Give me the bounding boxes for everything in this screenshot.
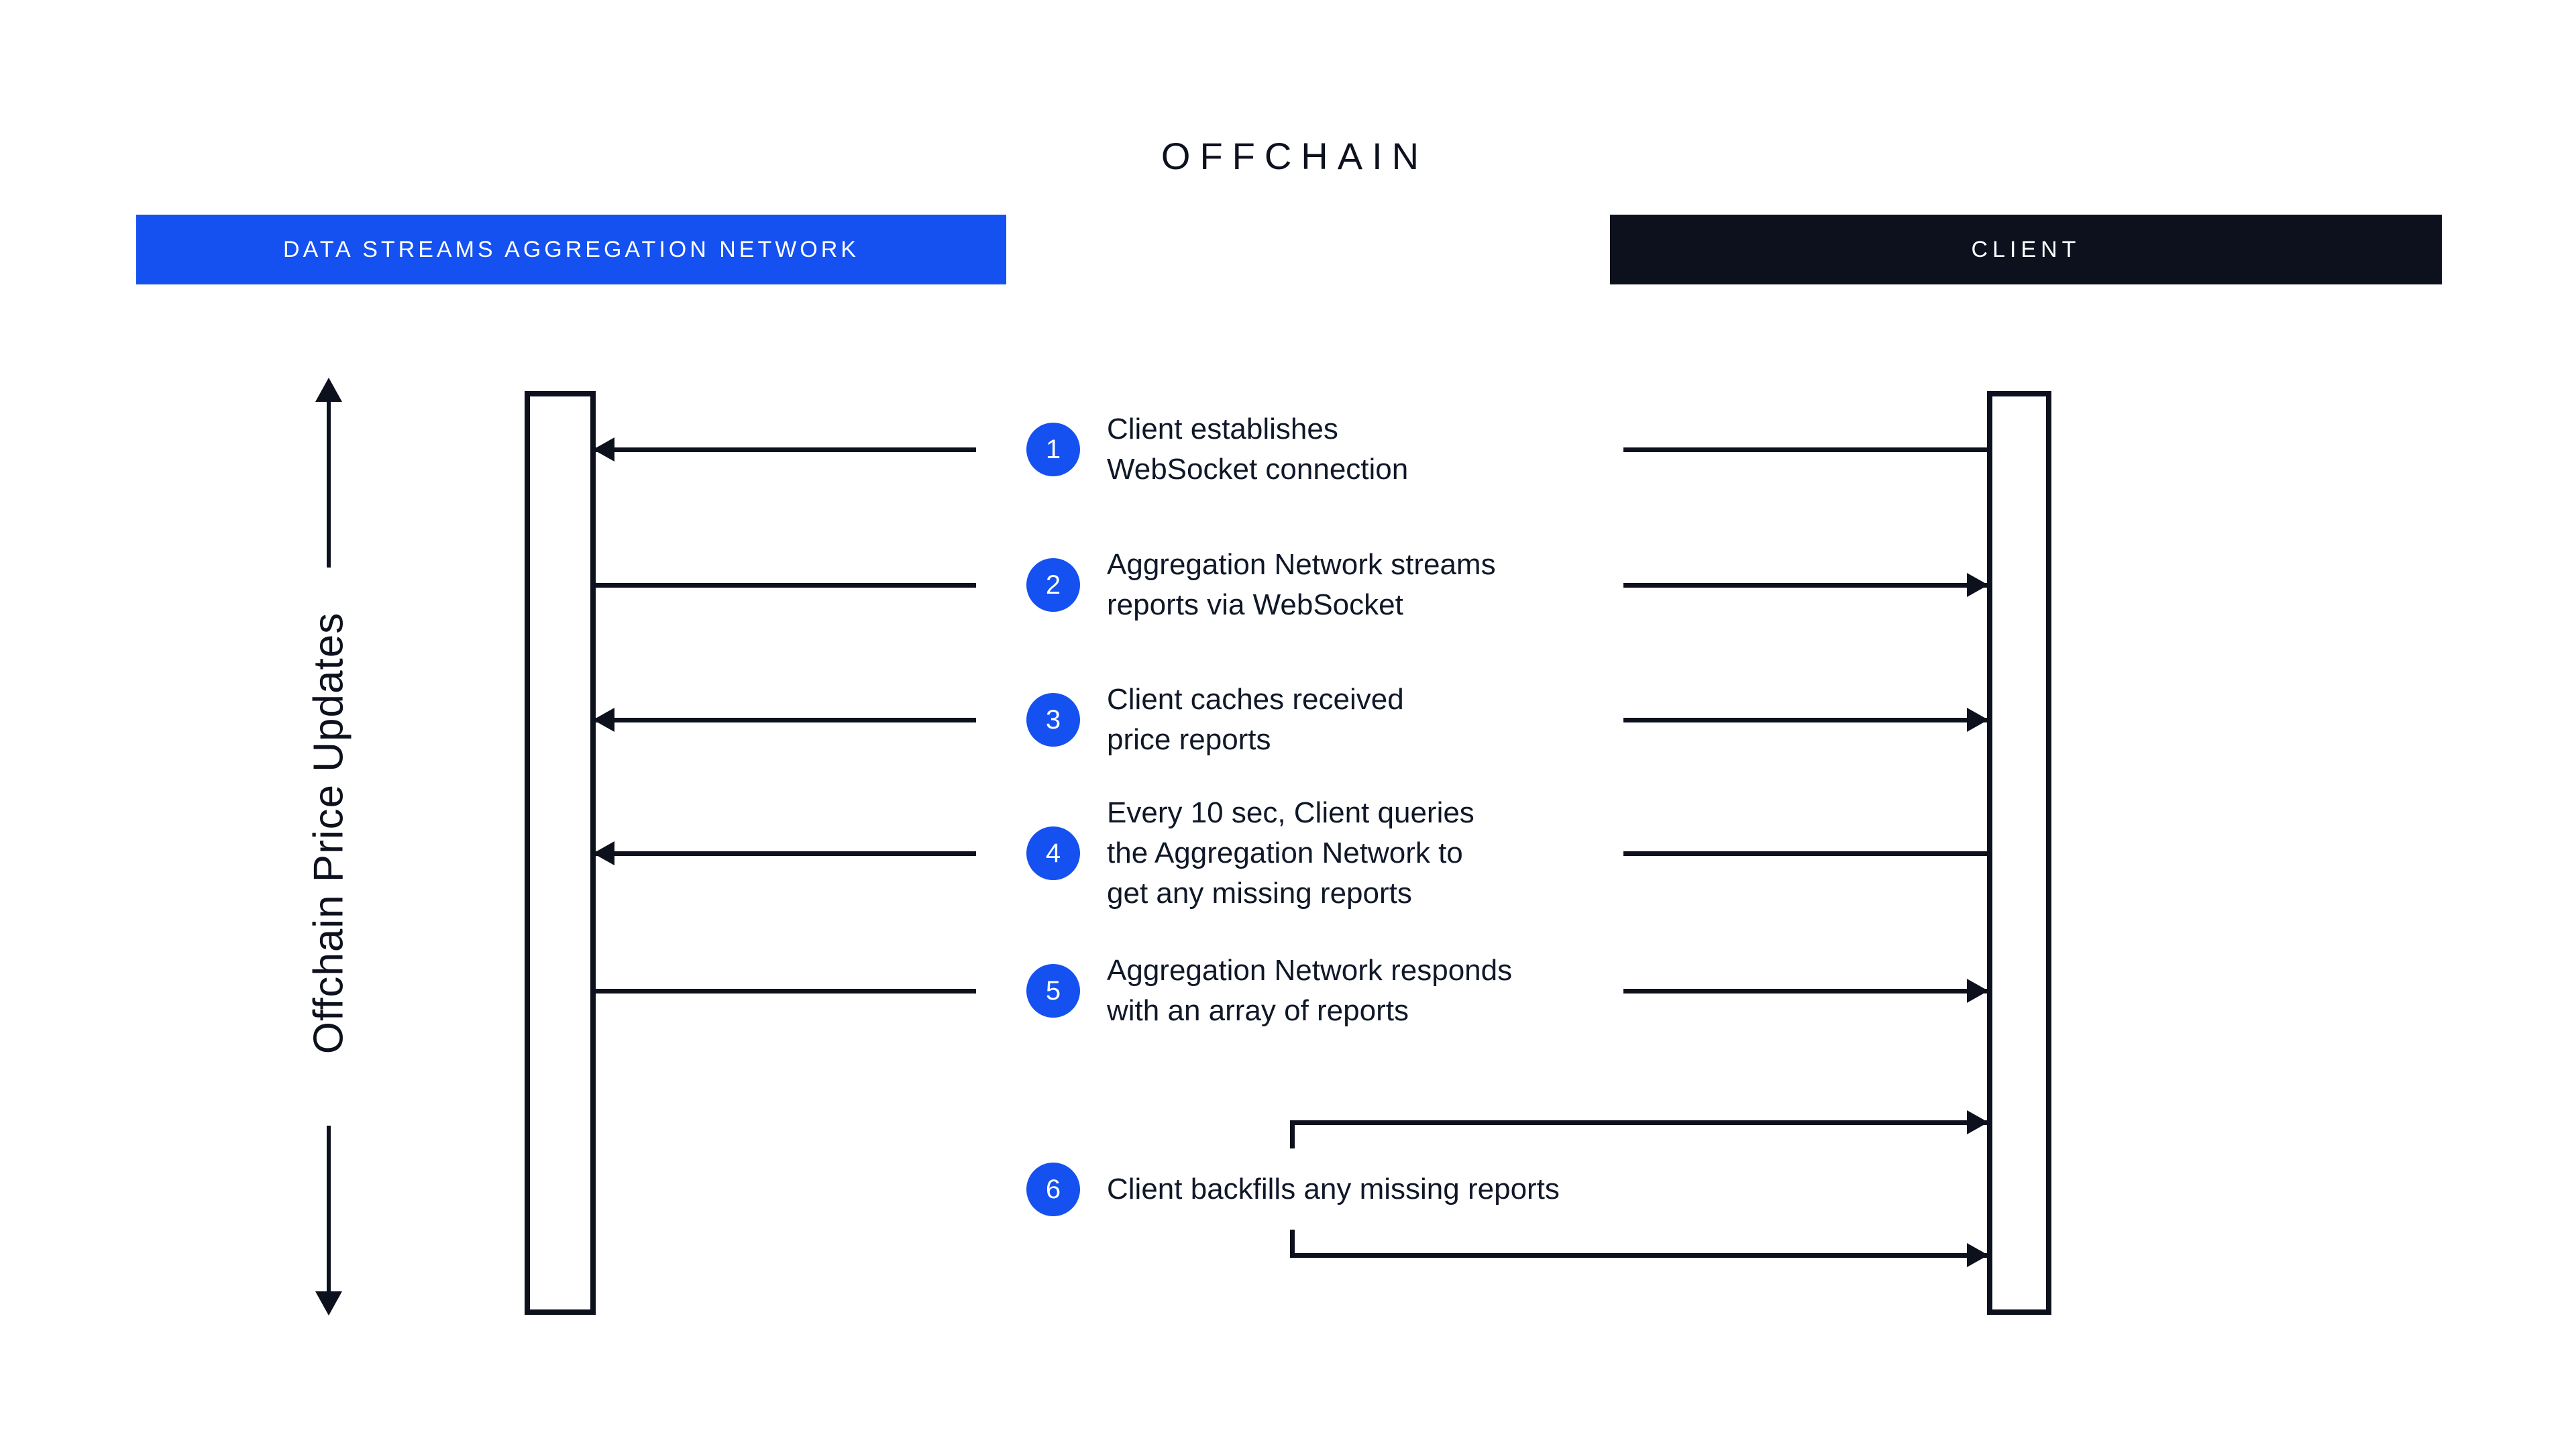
actor-header-client-label: CLIENT bbox=[1971, 236, 2081, 262]
arrow-down-icon bbox=[315, 1291, 342, 1316]
step-description-line: reports via WebSocket bbox=[1107, 588, 1403, 621]
arrow-up-icon bbox=[315, 378, 342, 402]
arrowhead-right-icon bbox=[1967, 573, 1988, 597]
step-number-badge: 1 bbox=[1026, 423, 1080, 476]
step-description-line: Aggregation Network streams bbox=[1107, 548, 1496, 581]
actor-header-aggregation-network: DATA STREAMS AGGREGATION NETWORK bbox=[136, 215, 1006, 284]
lifeline-aggregation-network bbox=[525, 391, 596, 1315]
step-description-line: Client caches received bbox=[1107, 683, 1404, 716]
arrowhead-left-icon bbox=[593, 437, 614, 462]
axis-line-bottom bbox=[327, 1126, 331, 1293]
step-description-line: price reports bbox=[1107, 723, 1271, 756]
message-line-left bbox=[596, 718, 976, 722]
arrowhead-right-icon bbox=[1967, 1243, 1988, 1267]
axis-line-top bbox=[327, 400, 331, 568]
message-line-left bbox=[596, 583, 976, 588]
step-description: Aggregation Network streams reports via W… bbox=[1107, 545, 1496, 625]
step-description-line: Client establishes bbox=[1107, 413, 1338, 445]
message-line-right bbox=[1623, 851, 1987, 856]
lifeline-client bbox=[1987, 391, 2051, 1315]
step-description: Client caches received price reports bbox=[1107, 680, 1404, 760]
arrowhead-left-icon bbox=[593, 708, 614, 732]
axis-label: Offchain Price Updates bbox=[305, 612, 352, 1055]
actor-header-client: CLIENT bbox=[1610, 215, 2442, 284]
step-number-badge: 2 bbox=[1026, 558, 1080, 612]
backfill-line-top bbox=[1290, 1120, 1987, 1125]
backfill-line-bottom bbox=[1290, 1253, 1987, 1258]
step-description-line: WebSocket connection bbox=[1107, 453, 1409, 486]
arrowhead-right-icon bbox=[1967, 979, 1988, 1003]
step-description: Every 10 sec, Client queries the Aggregat… bbox=[1107, 793, 1474, 914]
step-description: Client backfills any missing reports bbox=[1107, 1169, 1560, 1210]
backfill-stub-top bbox=[1290, 1120, 1295, 1148]
message-line-left bbox=[596, 447, 976, 452]
step-number-badge: 5 bbox=[1026, 964, 1080, 1018]
step-description-line: Aggregation Network responds bbox=[1107, 954, 1513, 987]
step-description-line: the Aggregation Network to bbox=[1107, 837, 1463, 869]
arrowhead-left-icon bbox=[593, 841, 614, 865]
message-line-right bbox=[1623, 989, 1987, 994]
step-number-badge: 3 bbox=[1026, 693, 1080, 747]
step-number-badge: 4 bbox=[1026, 826, 1080, 880]
step-description: Aggregation Network responds with an arra… bbox=[1107, 951, 1512, 1031]
step-description-line: with an array of reports bbox=[1107, 994, 1409, 1027]
page-title: OFFCHAIN bbox=[1161, 135, 1429, 177]
step-description-line: get any missing reports bbox=[1107, 877, 1412, 910]
message-line-left bbox=[596, 851, 976, 856]
message-line-right bbox=[1623, 583, 1987, 588]
message-line-right bbox=[1623, 447, 1987, 452]
step-description-line: Every 10 sec, Client queries bbox=[1107, 796, 1474, 829]
step-number-badge: 6 bbox=[1026, 1163, 1080, 1216]
backfill-stub-bottom bbox=[1290, 1230, 1295, 1258]
arrowhead-right-icon bbox=[1967, 1110, 1988, 1134]
arrowhead-right-icon bbox=[1967, 708, 1988, 732]
message-line-right bbox=[1623, 718, 1987, 722]
actor-header-aggregation-label: DATA STREAMS AGGREGATION NETWORK bbox=[283, 236, 859, 262]
step-description-line: Client backfills any missing reports bbox=[1107, 1173, 1560, 1205]
message-line-left bbox=[596, 989, 976, 994]
